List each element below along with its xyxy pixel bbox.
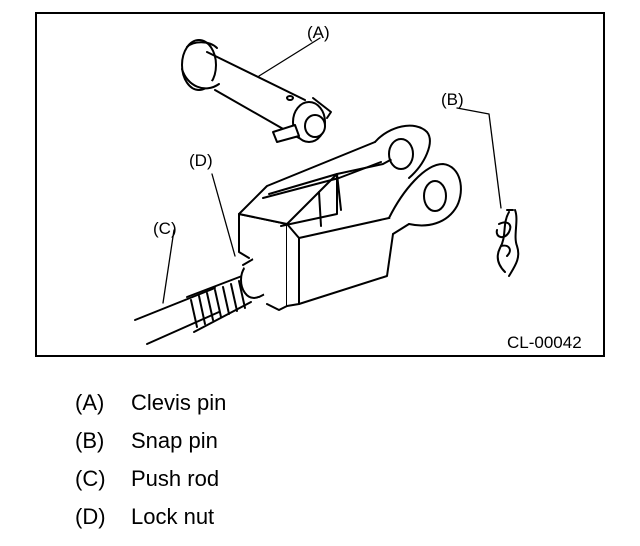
legend-key: (B): [75, 428, 105, 453]
parts-legend: (A) Clevis pin (B) Snap pin (C) Push rod…: [75, 384, 226, 536]
legend-text: Lock nut: [131, 504, 215, 529]
clevis-yoke: [238, 124, 462, 311]
legend-text: Clevis pin: [131, 390, 227, 415]
callout-b: (B): [441, 90, 464, 109]
legend-text: Snap pin: [131, 428, 218, 453]
clevis-assembly-drawing: (A) (B) (C) (D) CL-00042: [134, 23, 582, 352]
callout-a: (A): [307, 23, 330, 42]
callout-d: (D): [189, 151, 213, 170]
legend-text: Push rod: [131, 466, 220, 491]
callout-c: (C): [153, 219, 177, 238]
leader-lines: [162, 37, 502, 304]
legend-key: (C): [75, 466, 106, 491]
diagram-frame: (A) (B) (C) (D) CL-00042: [35, 12, 605, 357]
clevis-pin: [181, 39, 332, 143]
legend-item: (D) Lock nut: [75, 498, 226, 536]
legend-item: (A) Clevis pin: [75, 384, 226, 422]
push-rod: [134, 275, 252, 345]
legend-item: (C) Push rod: [75, 460, 226, 498]
legend-key: (D): [75, 504, 106, 529]
legend-item: (B) Snap pin: [75, 422, 226, 460]
legend-key: (A): [75, 390, 105, 415]
figure-code: CL-00042: [507, 333, 582, 352]
snap-pin: [495, 209, 520, 277]
